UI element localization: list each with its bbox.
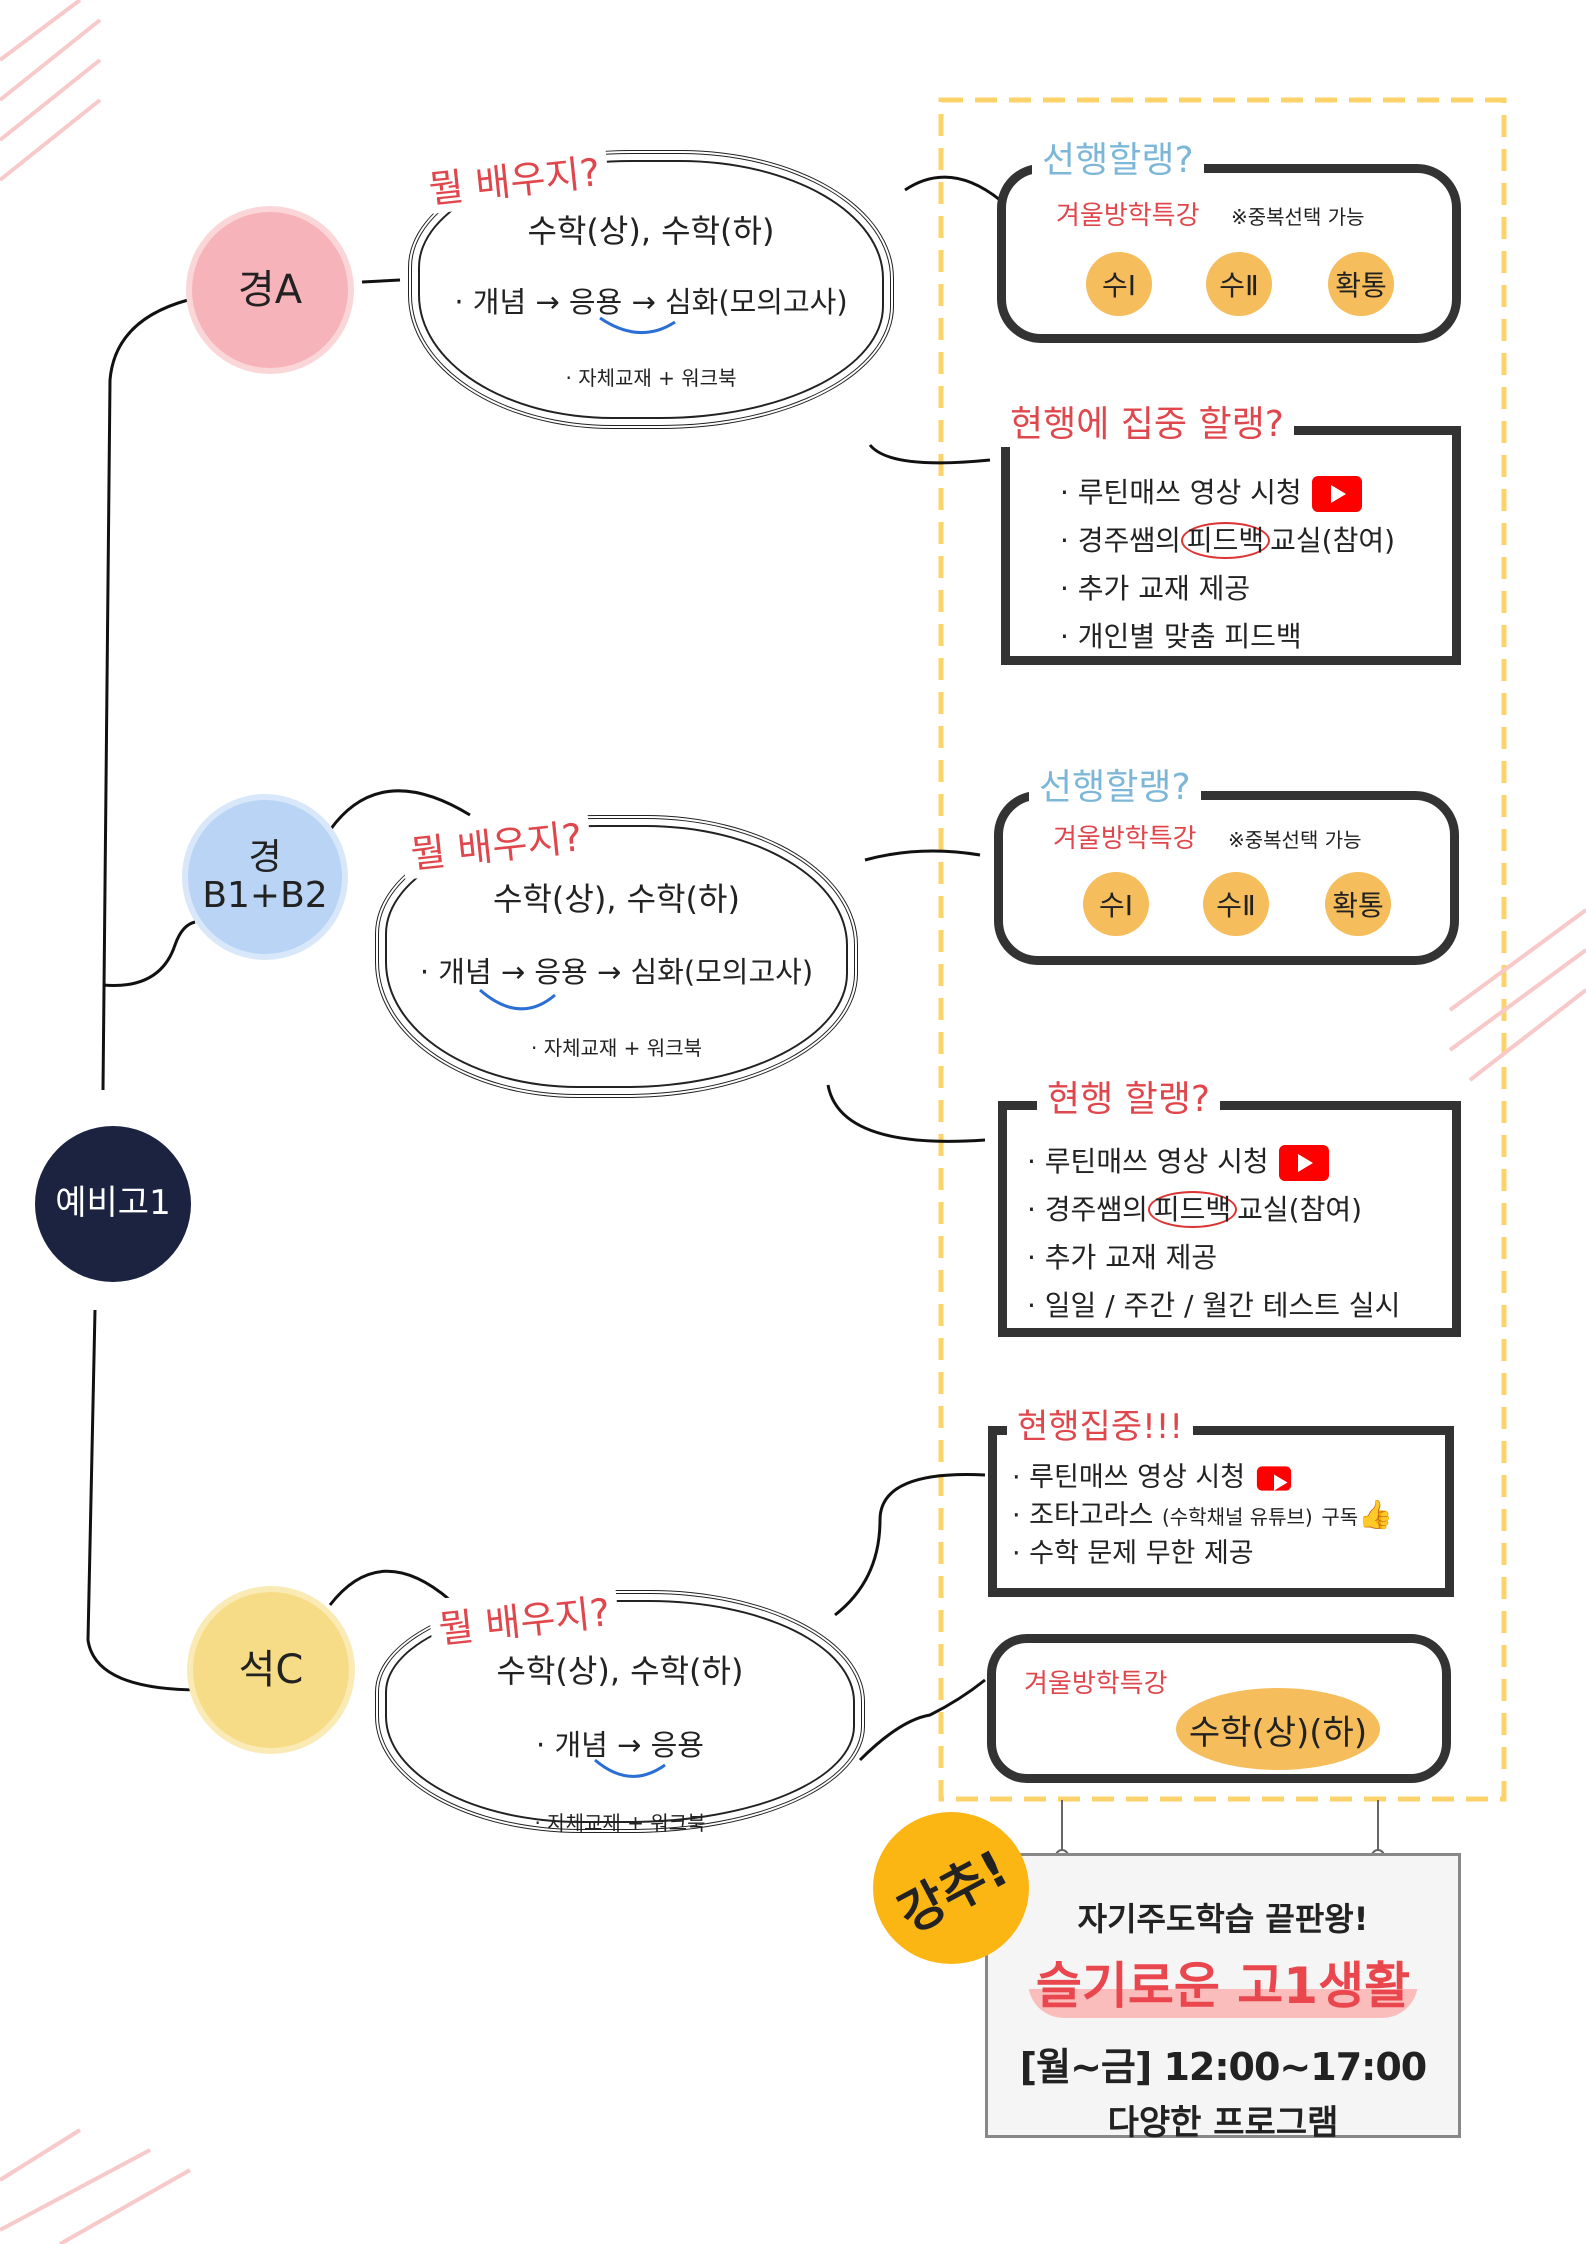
promo-sign: 자기주도학습 끝판왕! 슬기로운 고1생활 [월~금] 12:00~17:00 … (985, 1853, 1461, 2143)
option-stats[interactable]: 확통 (1328, 252, 1394, 316)
root-node: 예비고1 (35, 1126, 191, 1282)
option-math1[interactable]: 수Ⅰ (1083, 872, 1149, 936)
youtube-icon (1256, 1466, 1292, 1491)
group-b-cloud: 수학(상), 수학(하) · 개념 → 응용 → 심화(모의고사) · 자체교재… (375, 815, 858, 1098)
group-a-node: 경A (192, 212, 348, 368)
option-math1[interactable]: 수Ⅰ (1086, 252, 1152, 316)
group-c-node: 석C (193, 1592, 349, 1748)
current-box-c: 현행집중!!! · 루틴매쓰 영상 시청 · 조타고라스 (수학채널 유튜브) … (988, 1399, 1454, 1597)
youtube-icon (1311, 476, 1362, 512)
advance-box-b: 선행할랭? 겨울방학특강 ※중복선택 가능 수Ⅰ 수Ⅱ 확통 (994, 758, 1459, 965)
advance-box-a: 선행할랭? 겨울방학특강 ※중복선택 가능 수Ⅰ 수Ⅱ 확통 (997, 131, 1461, 343)
thumbs-up-icon: 👍 (1358, 1498, 1394, 1531)
group-a-cloud: 수학(상), 수학(하) · 개념 → 응용 → 심화(모의고사) · 자체교재… (408, 150, 894, 429)
recommend-badge: 강추! (873, 1812, 1029, 1964)
option-stats[interactable]: 확통 (1325, 872, 1391, 936)
youtube-icon (1278, 1145, 1329, 1181)
option-math2[interactable]: 수Ⅱ (1206, 252, 1272, 316)
winter-box-c: 겨울방학특강 수학(상)(하) (987, 1634, 1451, 1783)
option-math2[interactable]: 수Ⅱ (1203, 872, 1269, 936)
group-c-cloud: 수학(상), 수학(하) · 개념 → 응용 · 자체교재 + 워크북 (375, 1590, 865, 1835)
course-pill[interactable]: 수학(상)(하) (1176, 1688, 1380, 1770)
